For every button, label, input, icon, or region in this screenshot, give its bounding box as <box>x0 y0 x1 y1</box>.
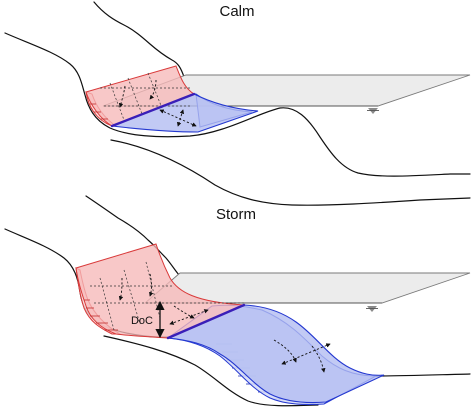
storm-depth-of-closure: DoC <box>131 300 165 339</box>
calm-panel: Calm <box>4 1 471 206</box>
calm-flow-arrows <box>118 79 197 127</box>
calm-red-hatching <box>90 103 108 120</box>
doc-label: DoC <box>131 315 153 327</box>
calm-main-profile <box>4 32 471 177</box>
storm-panel: Storm <box>4 195 471 407</box>
calm-cliff-top-line <box>93 1 185 78</box>
calm-zone-boundary <box>110 92 196 128</box>
calm-title: Calm <box>219 3 254 20</box>
storm-water-level-marker <box>367 306 377 312</box>
storm-nearshore-zone <box>165 304 385 404</box>
calm-seabed-line <box>110 139 471 206</box>
storm-flow-arrows <box>118 273 331 373</box>
storm-zone-boundary <box>166 303 246 340</box>
calm-grid-lines <box>100 72 190 121</box>
storm-title: Storm <box>216 206 256 223</box>
calm-water-level-marker <box>368 108 378 114</box>
storm-red-hatching <box>84 299 118 331</box>
storm-cliff-top-line <box>85 195 181 277</box>
storm-seabed-line <box>103 335 319 407</box>
storm-offshore-profile <box>375 373 471 377</box>
